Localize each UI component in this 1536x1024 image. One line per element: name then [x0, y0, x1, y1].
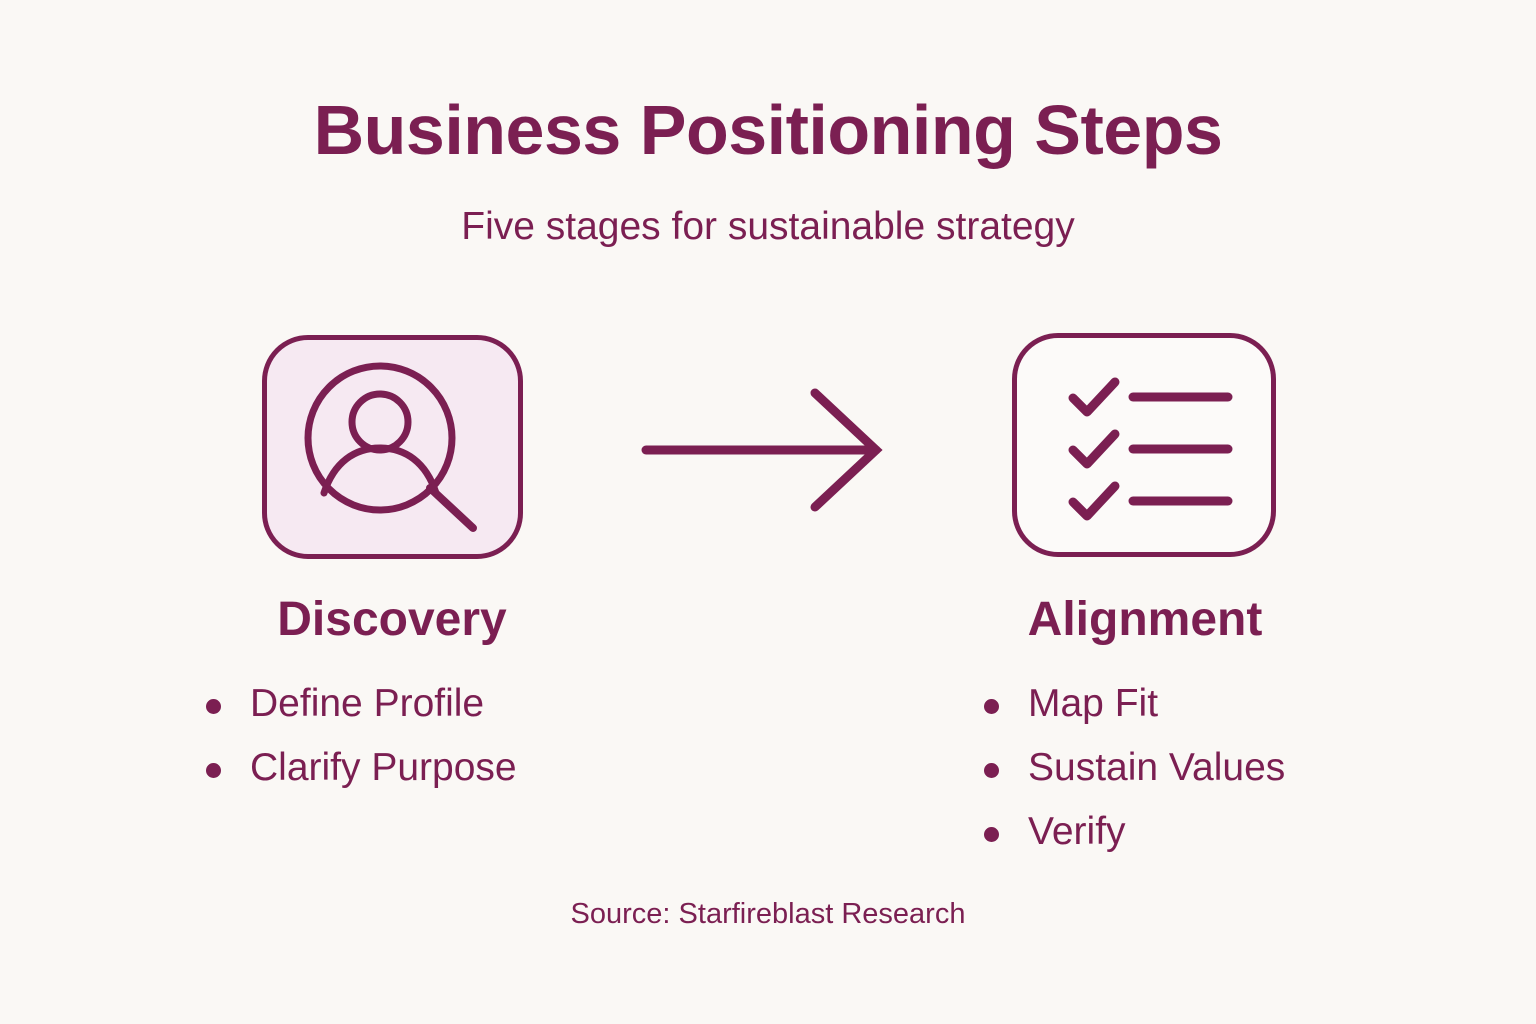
bullet-dot-icon	[206, 763, 221, 778]
list-item-label: Sustain Values	[1028, 746, 1286, 789]
source-caption: Source: Starfireblast Research	[570, 898, 966, 930]
list-item-label: Verify	[1028, 810, 1126, 853]
list-item: Map Fit	[984, 684, 1454, 723]
list-item: Verify	[984, 812, 1454, 851]
bullet-dot-icon	[206, 699, 221, 714]
checklist-icon	[1017, 338, 1271, 552]
list-item: Sustain Values	[984, 748, 1454, 787]
list-item: Define Profile	[206, 684, 676, 723]
bullet-dot-icon	[984, 827, 999, 842]
page-title: Business Positioning Steps	[313, 91, 1223, 169]
bullet-dot-icon	[984, 699, 999, 714]
list-item-label: Map Fit	[1028, 682, 1159, 725]
bullet-dot-icon	[984, 763, 999, 778]
stage-icon-card-discovery	[262, 335, 523, 559]
stage-bullet-list-alignment: Map Fit Sustain Values Verify	[984, 684, 1454, 876]
person-search-icon	[267, 340, 518, 554]
list-item: Clarify Purpose	[206, 748, 676, 787]
arrow-right-icon	[638, 385, 888, 515]
list-item-label: Define Profile	[250, 682, 485, 725]
page-subtitle: Five stages for sustainable strategy	[461, 205, 1075, 248]
list-item-label: Clarify Purpose	[250, 746, 517, 789]
stage-bullet-list-discovery: Define Profile Clarify Purpose	[206, 684, 676, 812]
stage-icon-card-alignment	[1012, 333, 1276, 557]
stage-heading-alignment: Alignment	[1027, 593, 1263, 646]
stage-heading-discovery: Discovery	[277, 593, 507, 646]
